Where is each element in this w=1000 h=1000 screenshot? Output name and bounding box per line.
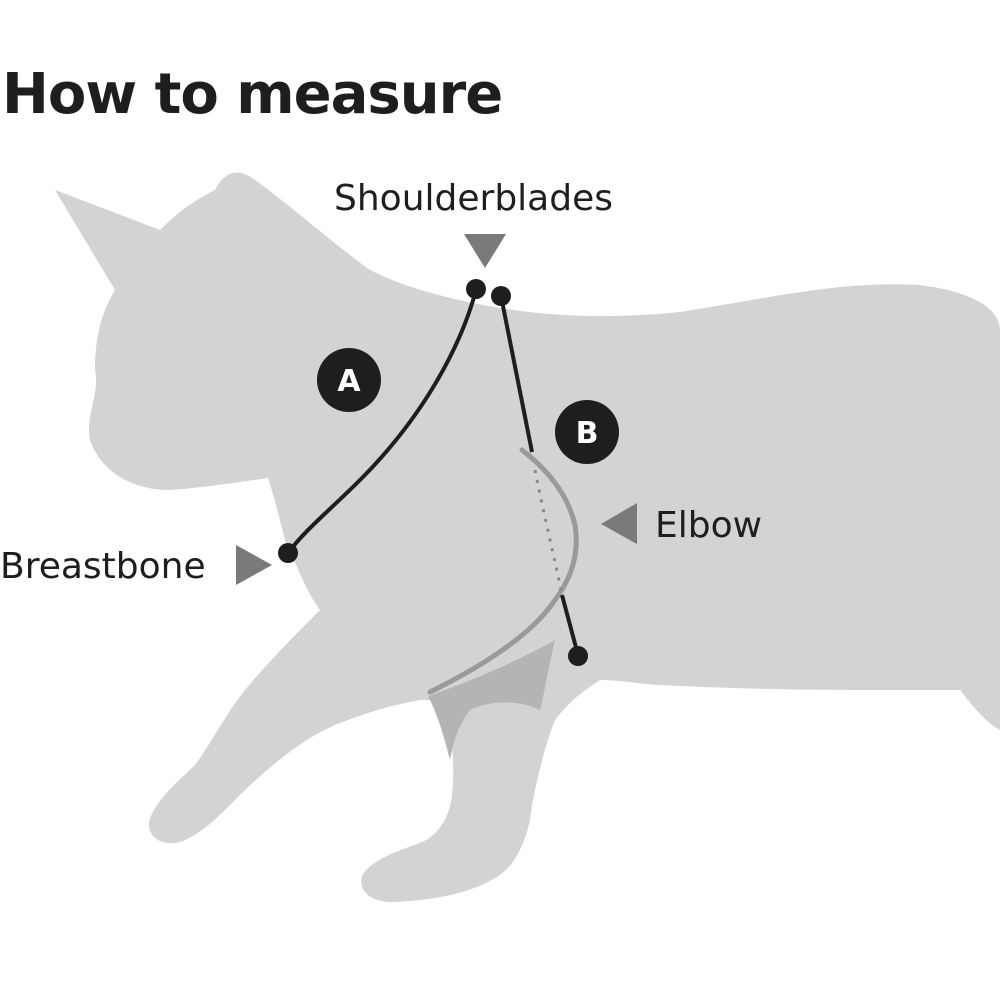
measurement-line-b-upper: [499, 295, 534, 453]
cat-body-shape: [55, 172, 1000, 903]
harness-strap: [427, 447, 579, 695]
measurement-line-a: [286, 289, 478, 555]
breastbone-point: [278, 543, 298, 563]
cat-silhouette: [55, 172, 1000, 903]
measurement-line-b-lower: [560, 594, 580, 656]
badge-a-text: A: [337, 364, 361, 399]
elbow-arrow-icon: [601, 503, 637, 544]
shoulderblades-label: Shoulderblades: [334, 178, 613, 219]
badge-b: B: [555, 400, 619, 464]
shoulderblades-arrow-icon: [464, 234, 506, 268]
breastbone-arrow-icon: [236, 545, 272, 585]
girth-point: [568, 646, 588, 666]
elbow-label: Elbow: [655, 505, 762, 546]
shoulderblade-point-a: [466, 279, 486, 299]
leg-shade: [428, 640, 555, 760]
badge-a: A: [317, 348, 381, 412]
breastbone-label: Breastbone: [0, 546, 206, 587]
shoulderblade-point-b: [491, 286, 511, 306]
badge-b-text: B: [576, 416, 599, 451]
page-title: How to measure: [2, 62, 503, 127]
